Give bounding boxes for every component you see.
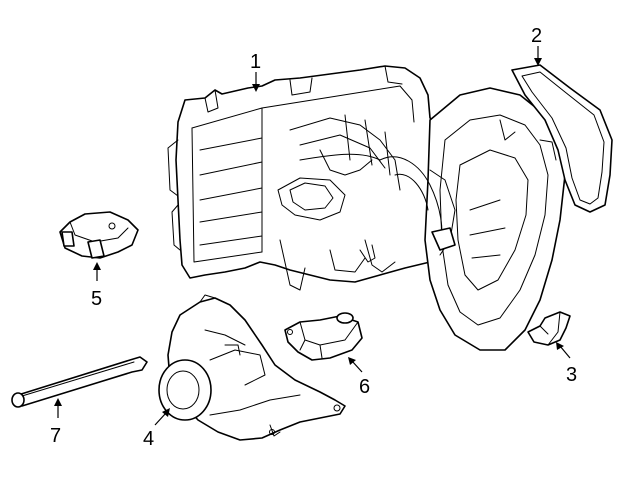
leader-lines <box>54 46 571 426</box>
callouts: 1 2 3 4 5 6 7 <box>50 25 577 450</box>
part-resistor <box>284 312 363 361</box>
callout-6: 6 <box>359 376 370 398</box>
part-rod <box>11 356 148 408</box>
callout-7: 7 <box>50 425 61 447</box>
part-gasket <box>511 64 613 213</box>
part-small-bracket <box>527 311 571 346</box>
part-actuator <box>59 211 139 259</box>
part-blower-motor <box>158 294 346 441</box>
callout-3: 3 <box>566 364 577 386</box>
callout-1: 1 <box>250 51 261 73</box>
callout-2: 2 <box>531 25 542 47</box>
part-housing <box>167 65 566 351</box>
callout-4: 4 <box>143 428 154 450</box>
callout-5: 5 <box>91 288 102 310</box>
